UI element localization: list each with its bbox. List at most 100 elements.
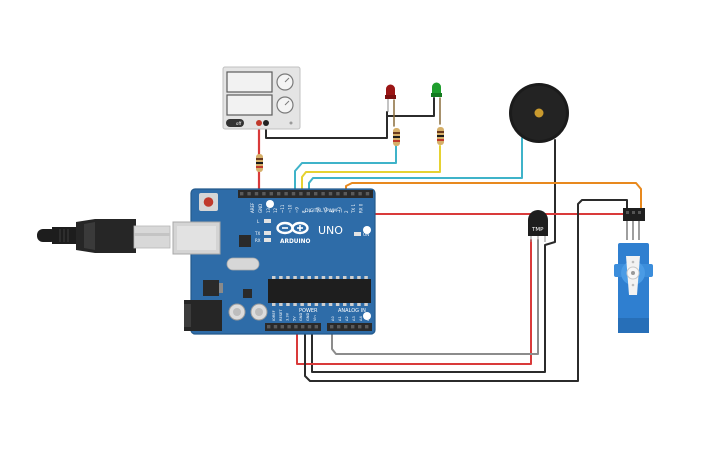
psu-power-switch[interactable] <box>226 119 244 127</box>
tx-label: TX <box>254 231 260 236</box>
digital-pin-label: ~9 <box>294 207 299 213</box>
header-pin[interactable] <box>321 192 325 196</box>
wire-yellow-led[interactable] <box>301 145 441 193</box>
power-header-pin[interactable] <box>273 325 278 329</box>
wire-black-servo[interactable] <box>304 199 628 382</box>
wire-cyan-led[interactable] <box>294 145 397 193</box>
power-header-pin[interactable] <box>307 325 312 329</box>
chip-pin <box>286 303 290 306</box>
digital-pin-label: 13 <box>266 207 271 213</box>
header-pin[interactable] <box>247 192 251 196</box>
wire-gray-tmp[interactable] <box>331 239 539 355</box>
power-header-pin[interactable] <box>280 325 284 329</box>
analog-header-pin[interactable] <box>330 325 334 329</box>
usb-cable[interactable] <box>37 219 171 253</box>
chip-pin <box>286 276 290 279</box>
digital-header-pins <box>240 192 370 196</box>
gnd-label: GND <box>258 204 263 213</box>
header-pin[interactable] <box>277 192 281 196</box>
power-header-pin[interactable] <box>294 325 298 329</box>
resistor-green-led[interactable] <box>437 127 444 145</box>
analog-pin-label: A1 <box>338 316 342 321</box>
power-pin-label: IOREF <box>272 310 276 321</box>
digital-pin-label: ~10 <box>287 204 292 213</box>
analog-pin-label: A0 <box>331 316 335 321</box>
header-pin[interactable] <box>291 192 296 196</box>
power-header-pin[interactable] <box>287 325 291 329</box>
chip-pin <box>328 303 333 306</box>
header-pin[interactable] <box>254 192 259 196</box>
temperature-sensor[interactable]: TMP <box>528 210 548 242</box>
chip-pin <box>300 276 304 279</box>
chip-pin <box>314 276 319 279</box>
power-supply[interactable]: off <box>222 66 301 130</box>
header-pin[interactable] <box>336 192 340 196</box>
header-pin[interactable] <box>328 192 333 196</box>
header-pin[interactable] <box>314 192 318 196</box>
resistor-red-led[interactable] <box>393 128 400 146</box>
chip-pin <box>335 276 340 279</box>
aref-label: AREF <box>250 202 255 213</box>
chip-pin <box>350 303 354 306</box>
chip-pins <box>272 276 368 306</box>
chip-pin <box>335 303 340 306</box>
analog-header-pin[interactable] <box>365 325 369 329</box>
power-pin-label: RESET <box>279 309 283 321</box>
analog-header[interactable] <box>327 323 372 331</box>
header-pin[interactable] <box>358 192 362 196</box>
servo-connector[interactable] <box>623 208 645 221</box>
piezo-buzzer[interactable] <box>509 83 569 143</box>
psu-display-voltage <box>226 71 273 93</box>
voltage-regulator <box>203 280 219 296</box>
wire-psu-black[interactable] <box>265 111 388 139</box>
header-pin[interactable] <box>365 192 370 196</box>
chip-pin <box>314 303 319 306</box>
chip-pin <box>300 303 304 306</box>
header-pin[interactable] <box>351 192 355 196</box>
chip-pin <box>364 276 368 279</box>
resistor-psu[interactable] <box>256 154 263 172</box>
chip-pin <box>307 303 311 306</box>
sensor-label: TMP <box>531 227 544 233</box>
header-pin[interactable] <box>240 192 244 196</box>
header-pin[interactable] <box>269 192 273 196</box>
power-header-pin[interactable] <box>314 325 318 329</box>
wire-orange-servo[interactable] <box>345 182 642 213</box>
board-model: UNO <box>318 224 343 237</box>
servo-motor[interactable] <box>614 208 653 333</box>
header-pin[interactable] <box>306 192 310 196</box>
analog-pin-label: A2 <box>345 316 349 321</box>
analog-header-pin[interactable] <box>358 325 362 329</box>
header-pin[interactable] <box>343 192 347 196</box>
digital-header-label: DIGITAL (PWM~) <box>305 208 343 214</box>
power-pin-label: GND <box>306 313 310 321</box>
header-pin[interactable] <box>284 192 288 196</box>
crystal <box>226 257 260 271</box>
power-header[interactable] <box>265 323 321 331</box>
psu-terminal-negative[interactable] <box>263 120 269 126</box>
analog-header-pin[interactable] <box>344 325 348 329</box>
analog-header-pin[interactable] <box>337 325 341 329</box>
digital-pin-label: 7 <box>309 210 314 213</box>
chip-pin <box>307 276 311 279</box>
wire-cyan-buzzer[interactable] <box>308 137 523 193</box>
power-header-pin[interactable] <box>301 325 305 329</box>
header-pin[interactable] <box>299 192 303 196</box>
power-pin-label: 5V <box>292 316 296 321</box>
power-pin-label: 3.3V <box>286 312 290 321</box>
digital-pin-label: ~5 <box>323 207 328 213</box>
digital-pin-label: TX 1 <box>351 204 356 214</box>
wire-led-common[interactable] <box>386 97 435 117</box>
led-green[interactable] <box>431 82 442 98</box>
analog-header-pin[interactable] <box>351 325 355 329</box>
psu-display-current <box>226 94 273 116</box>
psu-terminal-positive[interactable] <box>256 120 262 126</box>
led-red[interactable] <box>385 84 396 113</box>
digital-header[interactable] <box>238 190 373 198</box>
usb-cable-ribs <box>59 229 69 242</box>
header-pin[interactable] <box>262 192 266 196</box>
power-header-pin[interactable] <box>267 325 271 329</box>
digital-pin-label: RX 0 <box>358 203 363 213</box>
